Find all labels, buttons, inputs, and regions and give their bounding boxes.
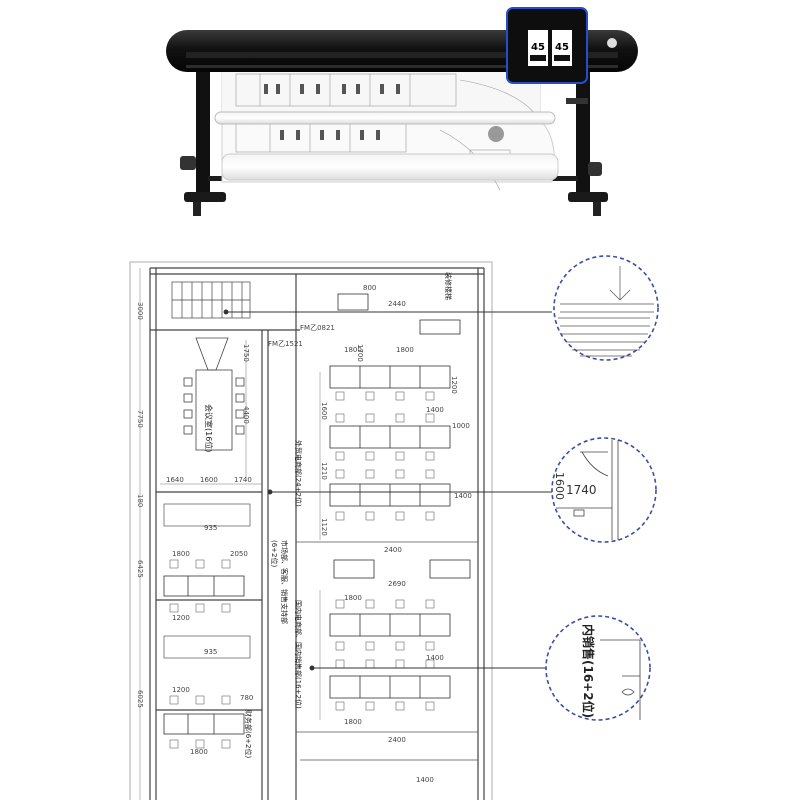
dim-1800d: 1800 [190, 748, 208, 756]
dim-1800f: 1800 [344, 718, 362, 726]
callout-door-dim-2: 1740 [566, 483, 597, 497]
dim-2440: 2440 [388, 300, 406, 308]
leader-lines [223, 309, 552, 671]
dim-1400a: 1400 [426, 406, 444, 414]
paper-roll-lower [221, 153, 559, 181]
dim-2400a: 2400 [384, 546, 402, 554]
label-fm-mid: FM乙1521 [268, 340, 303, 348]
label-dept-2: 市场部、客服、销售支持部 [280, 540, 289, 624]
dim-1600: 1600 [200, 476, 218, 484]
dim-left-1: 3000 [136, 302, 144, 320]
dim-1400c: 1400 [426, 654, 444, 662]
dim-1200b: 1200 [172, 614, 190, 622]
callout-label-text: 内销售(16+2位) [581, 624, 596, 718]
dim-1200a: 1200 [450, 376, 458, 394]
display-left-value: 45 [531, 42, 545, 53]
dim-935a: 935 [204, 524, 217, 532]
label-dept-1: 外贸电商部(24+2位) [294, 440, 303, 507]
dim-1640: 1640 [166, 476, 184, 484]
dim-left-4: 6425 [136, 560, 144, 578]
callout-door-dim-1: 1600 [553, 472, 566, 500]
dim-left-3: 180 [136, 494, 144, 507]
interior-partitions [163, 503, 478, 761]
meeting-table [183, 337, 245, 451]
exterior-walls [149, 267, 485, 800]
chairs [169, 391, 435, 749]
dim-2690: 2690 [388, 580, 406, 588]
dim-1400b: 1400 [454, 492, 472, 500]
paper-roll-upper [214, 111, 556, 125]
dim-1000: 1000 [452, 422, 470, 430]
dim-780: 780 [240, 694, 253, 702]
dim-1800c: 1800 [172, 550, 190, 558]
floorplan-drawing: 3000 7750 180 6425 6025 800 2440 1800 18… [129, 255, 659, 800]
callout-label [545, 615, 651, 721]
dim-1200c: 1200 [172, 686, 190, 694]
dim-1800b: 1800 [396, 346, 414, 354]
dimension-lines [139, 268, 321, 800]
label-dept-3: 国内电商部、国内销售部(16+2位) [294, 600, 303, 709]
dim-1700: 1700 [356, 344, 364, 362]
callout-door [551, 437, 657, 543]
dim-800: 800 [363, 284, 376, 292]
dim-1800a: 1800 [344, 346, 362, 354]
dim-1120: 1120 [320, 518, 328, 536]
label-fm-top: FM乙0821 [300, 324, 335, 332]
dim-left-2: 7750 [136, 410, 144, 428]
dim-1400d: 1400 [416, 776, 434, 784]
dim-1210: 1210 [320, 462, 328, 480]
dim-1750: 1750 [242, 344, 250, 362]
dim-2050: 2050 [230, 550, 248, 558]
dim-4400: 4400 [242, 406, 250, 424]
dim-1600v: 1600 [320, 402, 328, 420]
label-dept-2b: (6+2位) [270, 540, 279, 568]
dim-935b: 935 [204, 648, 217, 656]
dim-1740: 1740 [234, 476, 252, 484]
callout-stair [553, 255, 659, 361]
label-top-right: 装修楼梯 [444, 272, 453, 300]
label-meeting-room: 会议室(16位) [204, 404, 214, 452]
dim-2400b: 2400 [388, 736, 406, 744]
dim-1800e: 1800 [344, 594, 362, 602]
paper-edge [129, 261, 493, 800]
display-right-value: 45 [555, 42, 569, 53]
control-panel [506, 7, 588, 84]
workstations [163, 293, 471, 735]
plotter-photo: 45 45 [166, 7, 638, 216]
label-finance: 财务部(6+2位) [244, 710, 253, 759]
dim-left-5: 6025 [136, 690, 144, 708]
